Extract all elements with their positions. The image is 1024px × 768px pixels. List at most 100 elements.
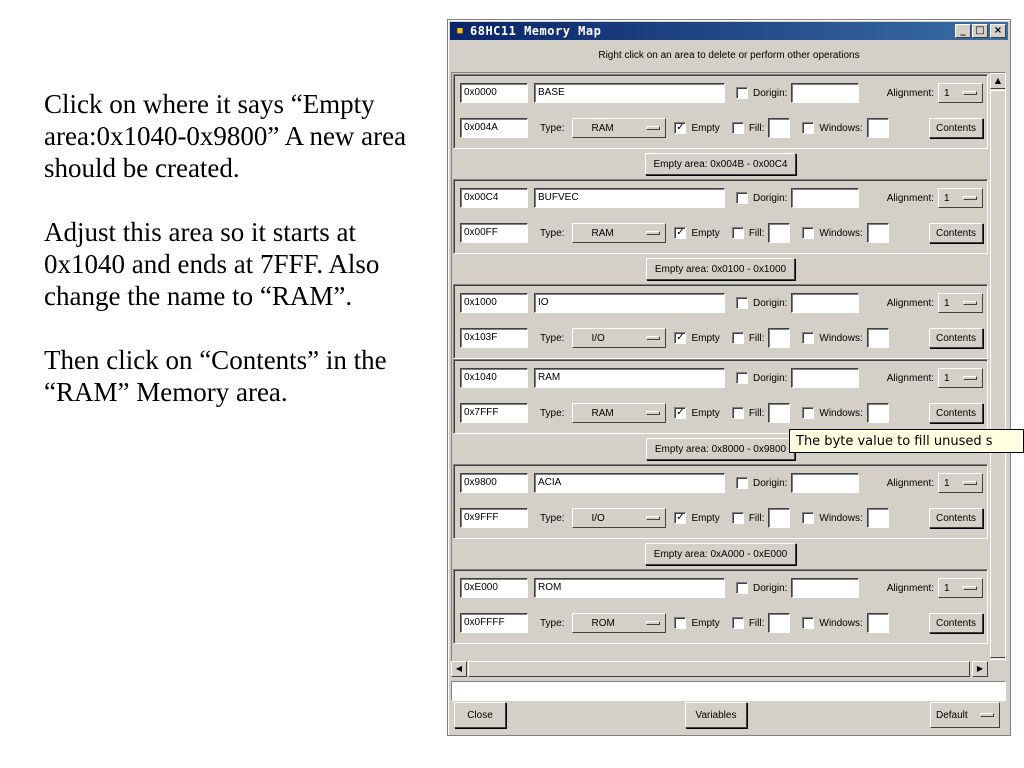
- scroll-left-button[interactable]: ◀: [451, 661, 467, 677]
- alignment-dropdown[interactable]: 1: [938, 368, 983, 388]
- alignment-dropdown[interactable]: 1: [938, 578, 983, 598]
- type-dropdown[interactable]: RAM: [572, 403, 667, 423]
- horizontal-scrollbar[interactable]: ◀ ▶: [451, 661, 1006, 677]
- window-titlebar[interactable]: ■ 68HC11 Memory Map _ □ ×: [450, 22, 1008, 40]
- empty-checkbox[interactable]: ✓: [674, 122, 687, 134]
- scroll-up-button[interactable]: ▲: [990, 73, 1005, 89]
- empty-area-button[interactable]: Empty area: 0x004B - 0x00C4: [644, 153, 797, 175]
- dorigin-checkbox[interactable]: [736, 87, 748, 99]
- close-button[interactable]: Close: [454, 702, 506, 728]
- fill-field[interactable]: [768, 328, 791, 348]
- windows-checkbox[interactable]: [802, 332, 815, 344]
- vertical-scrollbar[interactable]: ▲ ▼: [989, 73, 1005, 675]
- dorigin-checkbox[interactable]: [736, 192, 748, 204]
- area-end-field[interactable]: 0x0FFFF: [460, 613, 528, 633]
- fill-field[interactable]: [768, 508, 791, 528]
- dorigin-checkbox[interactable]: [736, 477, 748, 489]
- empty-checkbox[interactable]: ✓: [674, 512, 687, 524]
- empty-area-button[interactable]: Empty area: 0x0100 - 0x1000: [645, 258, 796, 280]
- windows-field[interactable]: [866, 613, 889, 633]
- alignment-dropdown[interactable]: 1: [938, 83, 983, 103]
- windows-checkbox[interactable]: [802, 512, 815, 524]
- default-dropdown[interactable]: Default: [930, 702, 1000, 728]
- empty-area-button[interactable]: Empty area: 0xA000 - 0xE000: [644, 543, 797, 565]
- windows-checkbox[interactable]: [802, 227, 815, 239]
- windows-checkbox[interactable]: [802, 617, 815, 629]
- contents-button[interactable]: Contents: [928, 613, 983, 633]
- dorigin-field[interactable]: [791, 578, 860, 598]
- area-name-field[interactable]: BASE: [534, 83, 725, 103]
- empty-area-button[interactable]: Empty area: 0x8000 - 0x9800: [645, 438, 796, 460]
- contents-button[interactable]: Contents: [928, 328, 983, 348]
- empty-checkbox[interactable]: ✓: [674, 407, 687, 419]
- windows-checkbox[interactable]: [802, 407, 815, 419]
- fill-checkbox[interactable]: [731, 332, 744, 344]
- dorigin-checkbox[interactable]: [736, 372, 748, 384]
- windows-field[interactable]: [866, 508, 889, 528]
- windows-checkbox[interactable]: [802, 122, 815, 134]
- dorigin-field[interactable]: [791, 83, 860, 103]
- fill-checkbox[interactable]: [731, 617, 744, 629]
- area-name-field[interactable]: IO: [534, 293, 725, 313]
- contents-button[interactable]: Contents: [928, 403, 983, 423]
- vertical-scroll-thumb[interactable]: [990, 90, 1005, 658]
- type-dropdown[interactable]: ROM: [572, 613, 667, 633]
- windows-field[interactable]: [866, 328, 889, 348]
- fill-checkbox[interactable]: [731, 512, 744, 524]
- type-dropdown[interactable]: I/O: [572, 508, 667, 528]
- variables-button[interactable]: Variables: [685, 702, 747, 728]
- contents-button[interactable]: Contents: [928, 508, 983, 528]
- area-end-field[interactable]: 0x9FFF: [460, 508, 528, 528]
- close-window-button[interactable]: ×: [990, 24, 1006, 38]
- fill-field[interactable]: [768, 403, 791, 423]
- type-dropdown[interactable]: I/O: [572, 328, 667, 348]
- area-name-field[interactable]: BUFVEC: [534, 188, 725, 208]
- alignment-dropdown[interactable]: 1: [938, 293, 983, 313]
- minimize-button[interactable]: _: [955, 24, 971, 38]
- area-end-field[interactable]: 0x00FF: [460, 223, 528, 243]
- dorigin-field[interactable]: [791, 293, 860, 313]
- scroll-right-button[interactable]: ▶: [972, 661, 988, 677]
- dorigin-checkbox[interactable]: [736, 582, 748, 594]
- horizontal-scroll-thumb[interactable]: [468, 661, 970, 677]
- fill-checkbox[interactable]: [731, 407, 744, 419]
- type-dropdown[interactable]: RAM: [572, 118, 667, 138]
- dorigin-field[interactable]: [791, 473, 860, 493]
- windows-field[interactable]: [866, 118, 889, 138]
- fill-checkbox[interactable]: [731, 227, 744, 239]
- area-name-field[interactable]: ROM: [534, 578, 725, 598]
- area-end-field[interactable]: 0x7FFF: [460, 403, 528, 423]
- area-name-field[interactable]: RAM: [534, 368, 725, 388]
- empty-checkbox[interactable]: ✓: [674, 227, 687, 239]
- fill-checkbox[interactable]: [731, 122, 744, 134]
- fill-field[interactable]: [768, 118, 791, 138]
- area-start-field[interactable]: 0x0000: [460, 83, 528, 103]
- alignment-dropdown[interactable]: 1: [938, 188, 983, 208]
- area-start-field[interactable]: 0x00C4: [460, 188, 528, 208]
- area-start-field[interactable]: 0x9800: [460, 473, 528, 493]
- dorigin-checkbox[interactable]: [736, 297, 748, 309]
- area-start-field[interactable]: 0x1040: [460, 368, 528, 388]
- dorigin-field[interactable]: [791, 368, 860, 388]
- windows-field[interactable]: [866, 403, 889, 423]
- maximize-button[interactable]: □: [972, 24, 988, 38]
- area-name-field[interactable]: ACIA: [534, 473, 725, 493]
- dorigin-field[interactable]: [791, 188, 860, 208]
- area-start-field[interactable]: 0xE000: [460, 578, 528, 598]
- empty-checkbox[interactable]: ✓: [674, 332, 687, 344]
- fill-field[interactable]: [768, 613, 791, 633]
- area-end-field[interactable]: 0x103F: [460, 328, 528, 348]
- contents-button[interactable]: Contents: [928, 118, 983, 138]
- area-start-field[interactable]: 0x1000: [460, 293, 528, 313]
- alignment-dropdown[interactable]: 1: [938, 473, 983, 493]
- windows-field[interactable]: [866, 223, 889, 243]
- status-field[interactable]: [451, 681, 1006, 701]
- area-end-field[interactable]: 0x004A: [460, 118, 528, 138]
- empty-checkbox[interactable]: [674, 617, 687, 629]
